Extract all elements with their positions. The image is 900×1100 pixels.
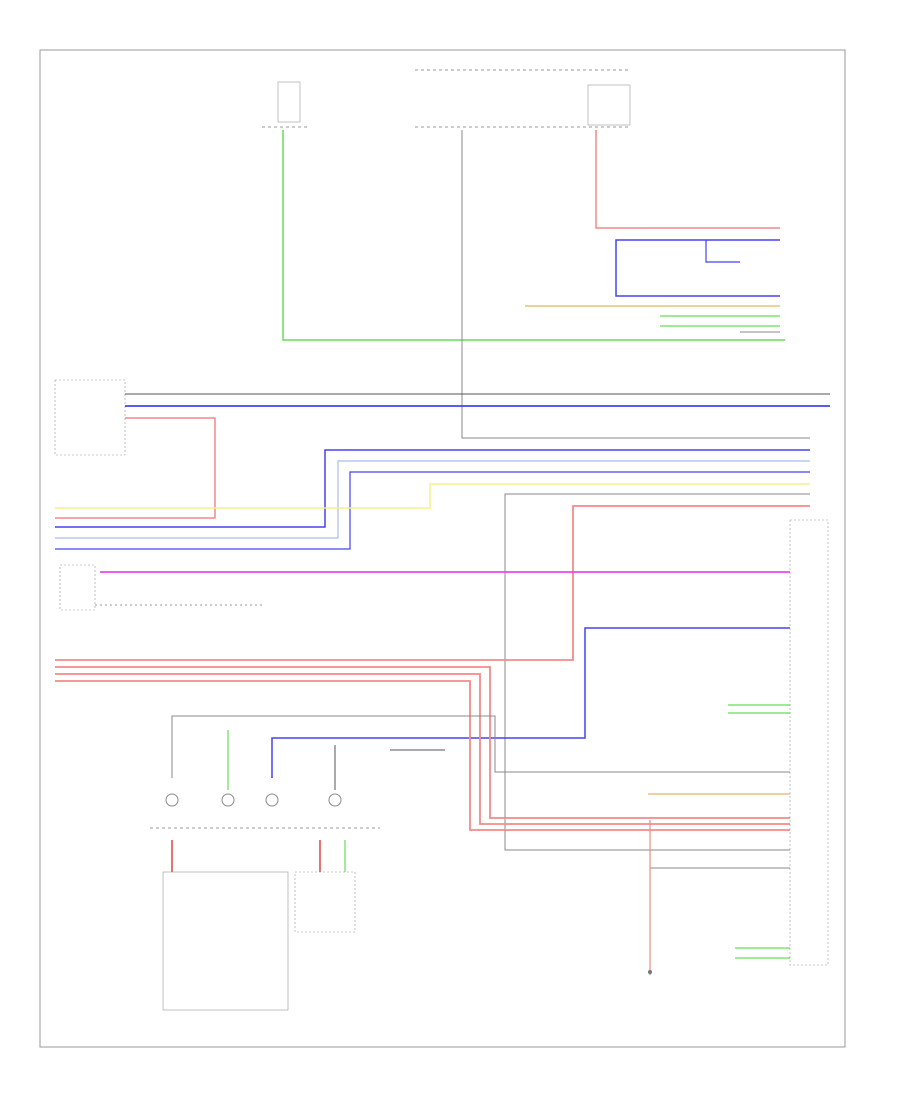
wire-blue-branch xyxy=(705,240,740,263)
wire-red-long xyxy=(55,505,810,661)
connector-row xyxy=(165,793,342,807)
fuse-block-left xyxy=(262,81,310,128)
wire-gray-center xyxy=(461,130,810,439)
wire-blue-mid xyxy=(55,449,810,528)
wire-red-bundle-1 xyxy=(55,666,790,819)
connector-icon xyxy=(265,793,279,807)
connector-icon xyxy=(328,793,342,807)
bottom-switch-box-2 xyxy=(294,871,356,933)
fuse-block-center xyxy=(415,69,631,128)
ground-icon xyxy=(648,970,652,975)
wire-red-1 xyxy=(55,417,216,519)
wire-red-bundle-2 xyxy=(55,673,790,825)
wire-yellow xyxy=(55,483,810,509)
wire-lightblue-mid xyxy=(55,460,810,539)
wire-gray-long xyxy=(504,493,810,851)
bottom-switch-box xyxy=(162,871,289,1011)
wire-blue-lower xyxy=(271,627,790,778)
wire-green-main xyxy=(282,130,785,341)
wire-gray-lower xyxy=(171,715,790,778)
right-connector-box xyxy=(789,519,829,966)
connector-icon xyxy=(165,793,179,807)
left-module-box xyxy=(54,379,126,456)
wire-blue-top xyxy=(615,239,780,297)
diagram-frame xyxy=(39,49,846,1048)
wire-blue-mid-2 xyxy=(55,471,810,550)
connector-icon xyxy=(221,793,235,807)
wire-pink-right xyxy=(595,130,780,229)
left-switch-box xyxy=(59,564,96,611)
wire-red-bundle-3 xyxy=(55,680,790,831)
